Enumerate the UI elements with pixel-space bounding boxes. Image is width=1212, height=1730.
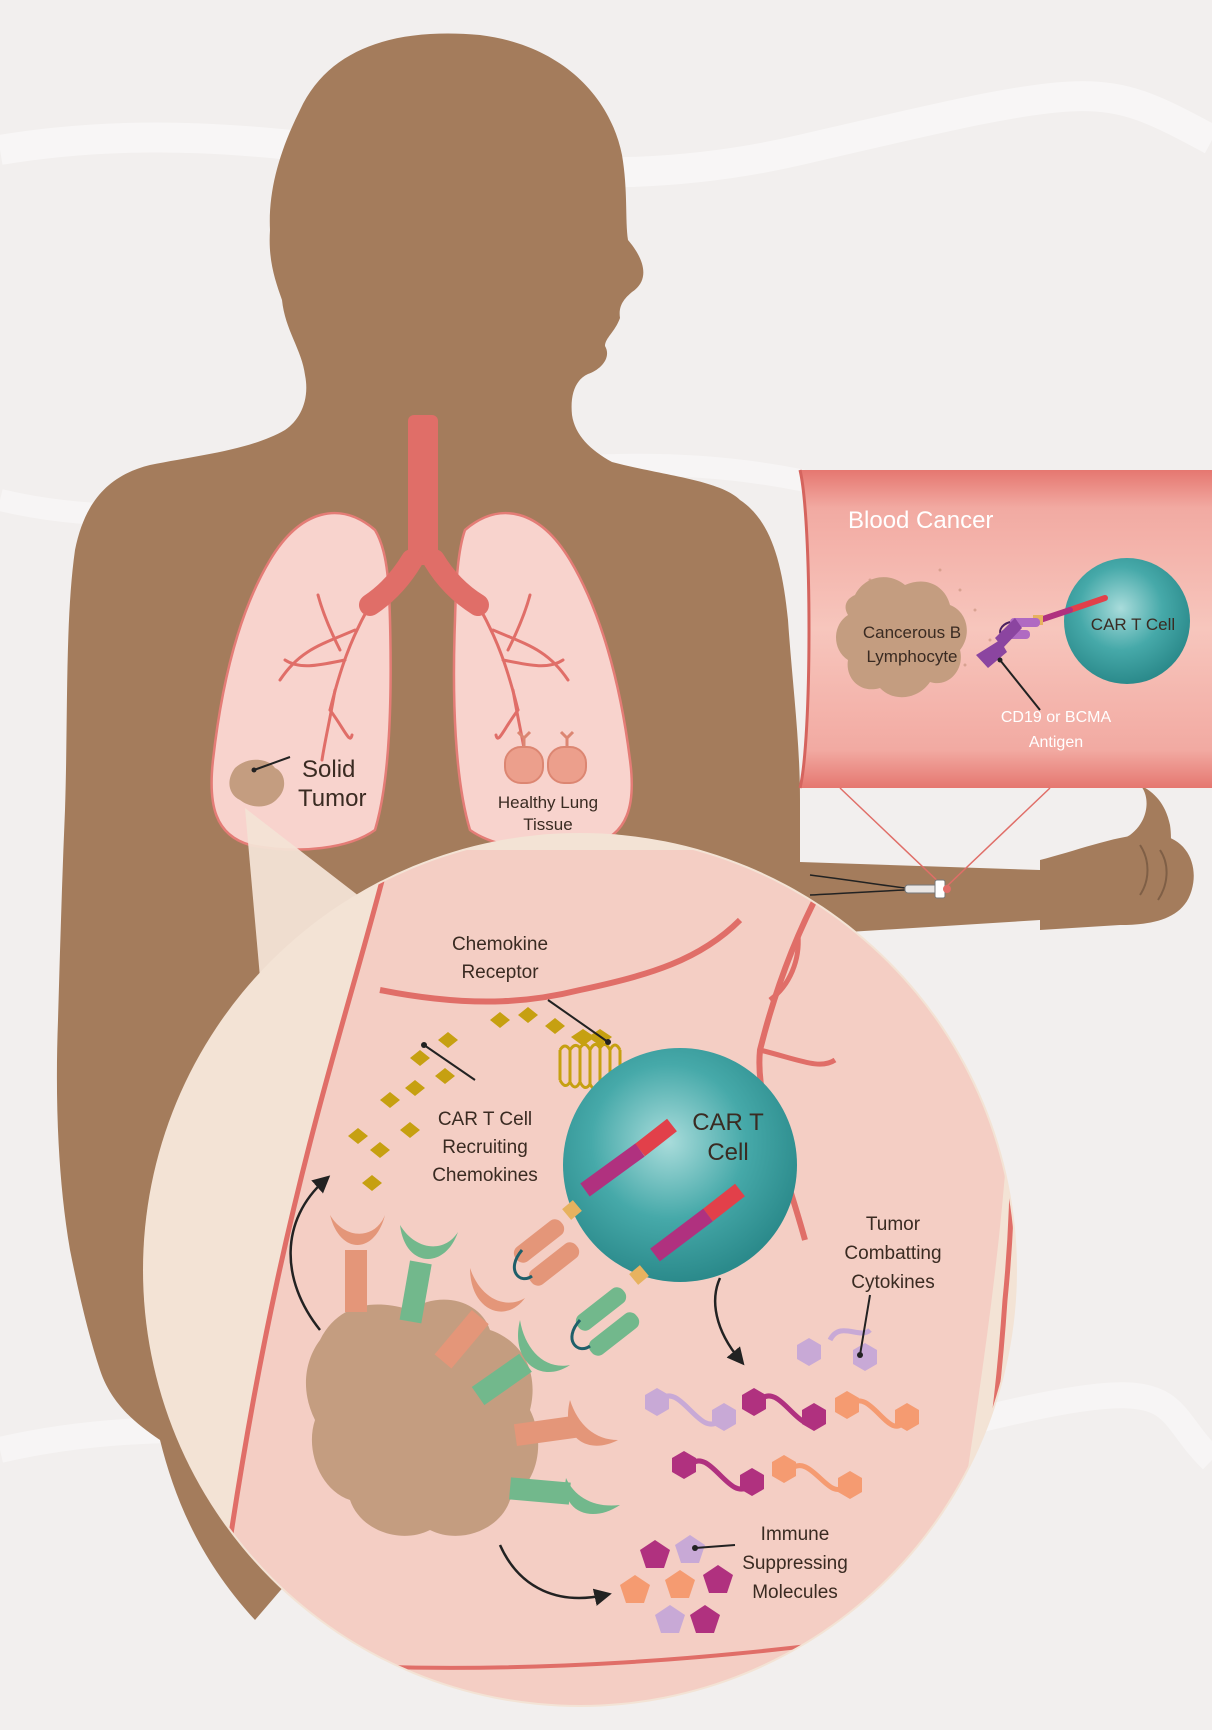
label-cancerous-b-2: Lymphocyte [866,647,957,666]
label-recruiting-1: CAR T Cell [438,1109,532,1130]
label-solid-tumor-2: Tumor [298,785,366,812]
label-car-t-cell-large-2: Cell [707,1139,748,1166]
label-chemokine-receptor-1: Chemokine [452,934,548,955]
label-immune-1: Immune [761,1524,830,1545]
label-chemokine-receptor-2: Receptor [461,962,539,983]
label-car-t-cell-small: CAR T Cell [1091,615,1175,634]
label-car-t-cell-large-1: CAR T [692,1109,764,1136]
trachea [408,415,438,565]
label-blood-cancer: Blood Cancer [848,507,993,534]
label-cd19-bcma-2: Antigen [1029,734,1083,751]
label-immune-2: Suppressing [742,1553,848,1574]
label-cancerous-b-1: Cancerous B [863,623,961,642]
label-recruiting-3: Chemokines [432,1165,538,1186]
label-cytokines-3: Cytokines [851,1272,934,1293]
car-t-cell-large [563,1048,797,1282]
label-cytokines-2: Combatting [844,1243,941,1264]
label-cytokines-1: Tumor [866,1214,921,1235]
label-recruiting-2: Recruiting [442,1137,528,1158]
label-immune-3: Molecules [752,1582,838,1603]
label-healthy-lung-1: Healthy Lung [498,793,598,812]
label-cd19-bcma-1: CD19 or BCMA [1001,709,1112,726]
label-solid-tumor-1: Solid [302,756,355,783]
label-healthy-lung-2: Tissue [523,815,572,834]
